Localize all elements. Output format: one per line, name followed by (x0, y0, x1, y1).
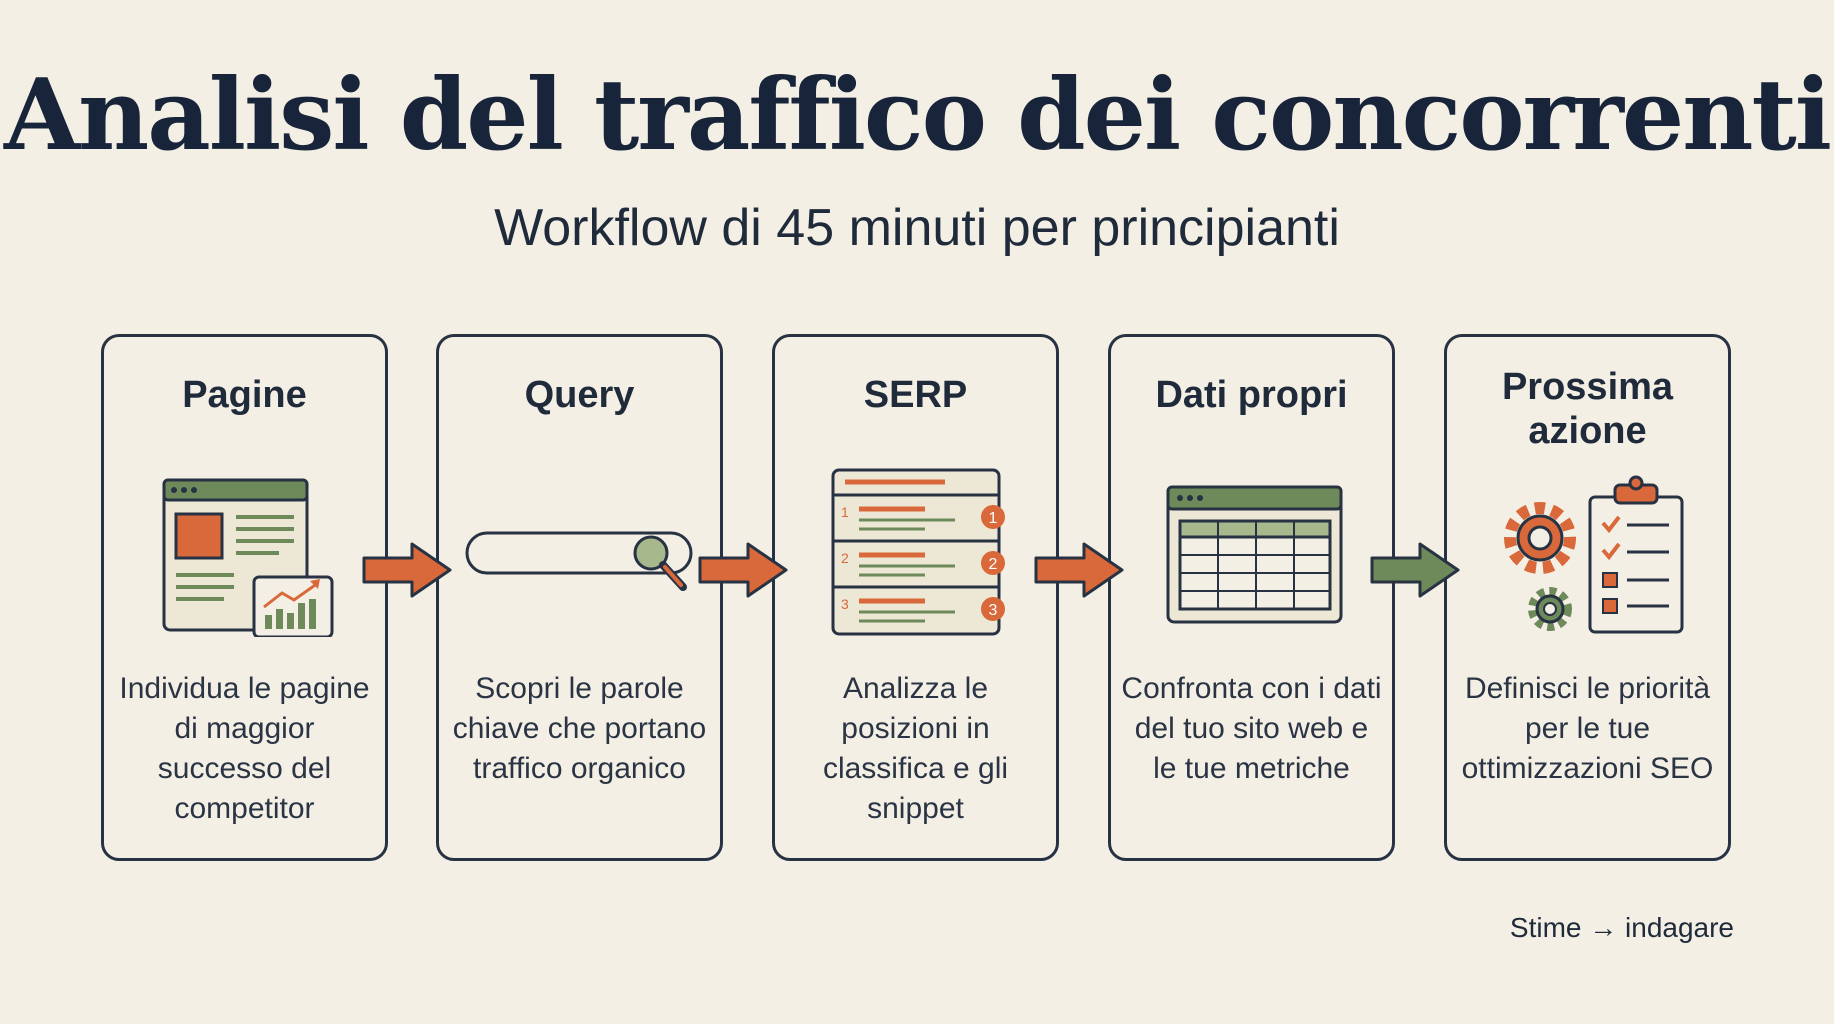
gear-checklist-icon (1504, 475, 1684, 634)
step-card-pagine: Pagine Individua le pagine di maggior su… (101, 334, 388, 861)
rank-badge-number: 2 (989, 556, 998, 573)
step-description: Confronta con i dati del tuo sito web e … (1121, 672, 1382, 785)
arrow-right-icon (698, 542, 788, 598)
step-description: Scopri le parole chiave che portano traf… (452, 672, 707, 785)
step-title: Prossima azione (1501, 366, 1674, 452)
step-title: Pagine (182, 374, 307, 416)
webpage-chart-icon (162, 478, 334, 637)
step-description: Definisci le priorità per le tue ottimiz… (1461, 672, 1714, 785)
rank-badge-number: 1 (989, 510, 998, 527)
step-card-serp: SERP 1 2 3 1 2 3 Analizza le posizioni i… (772, 334, 1059, 861)
arrow-right-icon (362, 542, 452, 598)
page-title: Analisi del traffico dei concorrenti (4, 58, 1832, 173)
step-card-query: Query Scopri le parole chiave che portan… (436, 334, 723, 861)
footer-note: Stime → indagare (1509, 912, 1734, 943)
step-card-dati-propri: Dati propri Confronta con i dati del tuo… (1108, 334, 1395, 861)
arrow-right-icon (1370, 542, 1460, 598)
page-subtitle: Workflow di 45 minuti per principianti (494, 199, 1340, 257)
step-description: Individua le pagine di maggior successo … (119, 672, 370, 825)
rank-number: 3 (841, 596, 849, 612)
search-bar-icon (465, 531, 693, 591)
rank-badge-number: 3 (989, 602, 998, 619)
spreadsheet-icon (1166, 485, 1343, 624)
step-description: Analizza le posizioni in classifica e gl… (822, 672, 1009, 825)
gear-icon (1504, 502, 1576, 574)
small-gear-icon (1528, 587, 1572, 631)
step-title: SERP (863, 374, 968, 416)
step-title: Query (524, 374, 635, 416)
rank-number: 2 (841, 550, 849, 566)
step-card-prossima-azione: Prossima azione Definisci le priorità pe… (1444, 334, 1731, 861)
serp-ranking-icon: 1 2 3 1 2 3 (831, 468, 1005, 636)
step-title: Dati propri (1155, 374, 1348, 416)
rank-number: 1 (841, 504, 849, 520)
arrow-right-icon (1034, 542, 1124, 598)
